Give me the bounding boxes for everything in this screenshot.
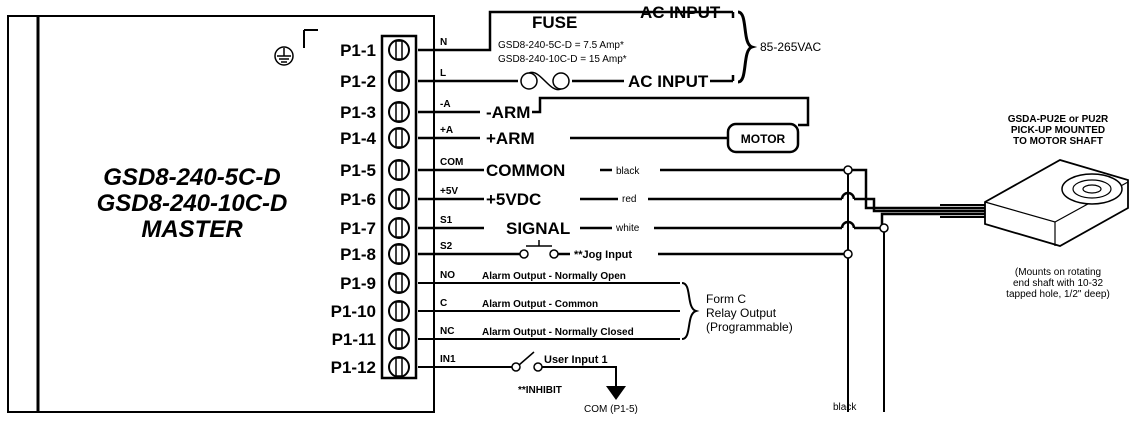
- pickup-note-2: end shaft with 10-32: [1013, 278, 1103, 289]
- terminal-code-label: N: [440, 37, 447, 48]
- pickup-note-3: tapped hole, 1/2" deep): [1006, 289, 1110, 300]
- vdc-label: +5VDC: [486, 190, 541, 209]
- com-arrow-icon: [606, 386, 626, 400]
- relay-wiring: [418, 282, 680, 340]
- pickup-title-1: GSDA-PU2E or PU2R: [1008, 114, 1109, 125]
- terminal-group: P1-1 N P1-2 L P1-3 -A P1-4 +A P1-5 COM P1-6 +5V P1-7…: [331, 37, 463, 378]
- terminal-code-label: S1: [440, 215, 453, 226]
- pickup-sensor-icon: [984, 159, 1129, 247]
- terminal-screw-icon: [388, 39, 410, 61]
- terminal-pin-label: P1-9: [340, 274, 376, 293]
- relay-no-label: Alarm Output - Normally Open: [482, 271, 626, 282]
- form-c-label: Form C: [706, 292, 746, 306]
- ac-brace-icon: [737, 10, 758, 84]
- sensor-wiring: [418, 168, 985, 412]
- junction-dots: [843, 165, 889, 259]
- ac-wiring: [418, 10, 735, 83]
- terminal-pin-label: P1-8: [340, 245, 376, 264]
- terminal-screw-icon: [388, 356, 410, 378]
- motor-label: MOTOR: [741, 132, 786, 146]
- terminal-code-label: NO: [440, 270, 455, 281]
- pickup-title-3: TO MOTOR SHAFT: [1013, 136, 1103, 147]
- controller-title-1: GSD8-240-5C-D: [103, 164, 280, 191]
- pickup-title-2: PICK-UP MOUNTED: [1011, 125, 1105, 136]
- fuse-label: FUSE: [532, 13, 577, 32]
- jog-switch-icon: [519, 240, 559, 259]
- terminal-screw-icon: [388, 159, 410, 181]
- relay-nc-label: Alarm Output - Normally Closed: [482, 327, 634, 338]
- ground-icon: [274, 46, 294, 66]
- terminal-code-label: +5V: [440, 186, 458, 197]
- terminal-pin-label: P1-11: [332, 330, 376, 349]
- fuse-icon: [520, 71, 570, 91]
- terminal-pin-label: P1-1: [340, 41, 376, 60]
- terminal-code-label: L: [440, 68, 446, 79]
- armature-wiring: [418, 96, 810, 140]
- terminal-screw-icon: [388, 127, 410, 149]
- terminal-screw-icon: [388, 188, 410, 210]
- terminal-screw-icon: [388, 70, 410, 92]
- relay-brace-icon: [681, 282, 700, 340]
- common-color-label: black: [616, 166, 640, 177]
- motor-icon: [726, 122, 800, 154]
- terminal-pin-label: P1-2: [340, 72, 376, 91]
- controller-title-3: MASTER: [141, 216, 243, 243]
- terminal-pin-label: P1-4: [340, 129, 376, 148]
- terminal-code-label: COM: [440, 157, 463, 168]
- inhibit-switch-icon: [511, 351, 543, 372]
- inhibit-wiring: [418, 366, 617, 386]
- fuse-note-1: GSD8-240-5C-D = 7.5 Amp*: [498, 40, 624, 51]
- pickup-note-1: (Mounts on rotating: [1015, 267, 1101, 278]
- common-label: COMMON: [486, 161, 565, 180]
- controller-title-2: GSD8-240-10C-D: [97, 190, 288, 217]
- terminal-screw-icon: [388, 217, 410, 239]
- terminal-code-label: C: [440, 298, 447, 309]
- relay-c-label: Alarm Output - Common: [482, 299, 598, 310]
- vdc-color-label: red: [622, 194, 636, 205]
- signal-label: SIGNAL: [506, 219, 570, 238]
- ac-input-1-label: AC INPUT: [640, 3, 721, 22]
- voltage-label: 85-265VAC: [760, 40, 821, 54]
- ac-input-2-label: AC INPUT: [628, 72, 709, 91]
- arm-plus-label: +ARM: [486, 129, 535, 148]
- bottom-black-label: black: [833, 402, 857, 413]
- terminal-screw-icon: [388, 328, 410, 350]
- relay-output-label: Relay Output: [706, 306, 777, 320]
- terminal-screw-icon: [388, 101, 410, 123]
- controller-box: [7, 15, 435, 413]
- user-input-label: User Input 1: [544, 354, 608, 366]
- terminal-screw-icon: [388, 300, 410, 322]
- signal-color-label: white: [615, 223, 640, 234]
- terminal-pin-label: P1-7: [340, 219, 376, 238]
- terminal-code-label: +A: [440, 125, 453, 136]
- programmable-label: (Programmable): [706, 320, 793, 334]
- terminal-pin-label: P1-3: [340, 103, 376, 122]
- inhibit-label: **INHIBIT: [518, 385, 562, 396]
- terminal-pin-label: P1-12: [331, 358, 376, 377]
- com-p1-5-label: COM (P1-5): [584, 404, 638, 415]
- terminal-code-label: S2: [440, 241, 453, 252]
- jog-label: **Jog Input: [574, 249, 632, 261]
- arm-minus-label: -ARM: [486, 103, 530, 122]
- terminal-screw-icon: [388, 243, 410, 265]
- fuse-note-2: GSD8-240-10C-D = 15 Amp*: [498, 54, 627, 65]
- terminal-pin-label: P1-5: [340, 161, 376, 180]
- terminal-pin-label: P1-6: [340, 190, 376, 209]
- terminal-code-label: -A: [440, 99, 451, 110]
- chassis-tab-icon: [303, 29, 318, 48]
- terminal-code-label: IN1: [440, 354, 456, 365]
- terminal-pin-label: P1-10: [331, 302, 376, 321]
- terminal-code-label: NC: [440, 326, 454, 337]
- terminal-screw-icon: [388, 272, 410, 294]
